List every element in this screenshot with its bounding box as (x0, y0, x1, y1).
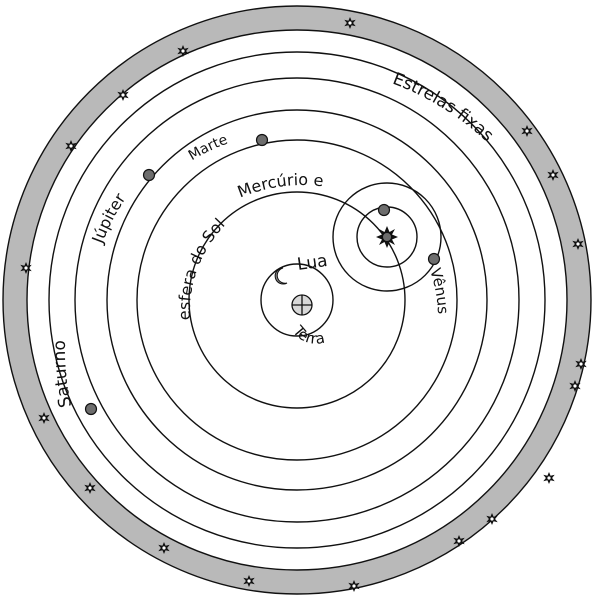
venus-planet (429, 254, 440, 265)
sun-icon (376, 226, 398, 248)
saturn-planet (86, 404, 97, 415)
mars-planet (257, 135, 268, 146)
star-icon (543, 472, 554, 484)
moon-label: Lua (296, 251, 329, 275)
mercury-planet (379, 205, 390, 216)
jupiter-planet (144, 170, 155, 181)
earth-cross-icon (292, 295, 312, 315)
